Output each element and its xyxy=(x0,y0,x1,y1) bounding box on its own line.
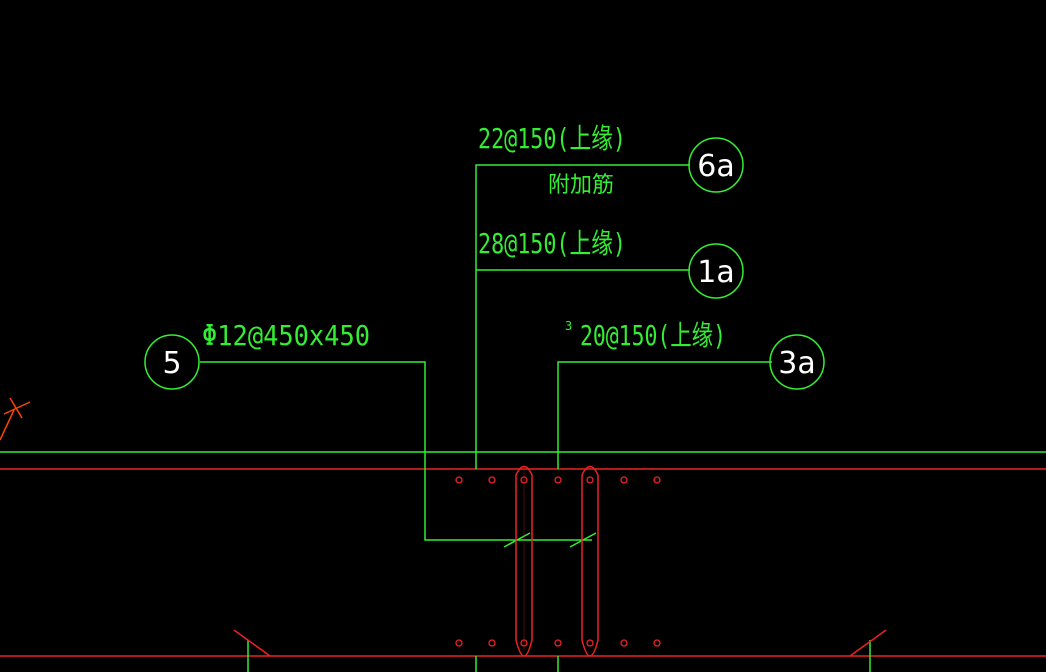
label-28-at-150: 28@150(上缘) xyxy=(478,227,626,260)
tag-5-circle xyxy=(144,334,200,390)
rebar-dot xyxy=(586,639,594,647)
label-22-at-150: 22@150(上缘) xyxy=(478,122,626,155)
stirrup-left xyxy=(515,465,533,657)
rebar-dots-bottom xyxy=(455,639,661,647)
rebar-dot xyxy=(520,639,528,647)
rebar-dot xyxy=(520,476,528,484)
stirrup-right xyxy=(581,465,599,657)
rebar-dot xyxy=(488,476,496,484)
crank-bar-right xyxy=(849,629,887,657)
leader-6a xyxy=(475,164,690,469)
crank-bar-left xyxy=(233,629,271,657)
tag-5: 5 xyxy=(144,334,200,390)
tag-3a-text: 3a xyxy=(778,346,815,381)
tag-3a: 3a xyxy=(769,334,825,390)
rebar-dots-top xyxy=(455,476,661,484)
tag-5-text: 5 xyxy=(162,346,181,381)
tick-mark-right xyxy=(569,532,597,548)
rebar-dot xyxy=(586,476,594,484)
label-additional-bars: 附加筋 xyxy=(548,173,614,198)
tag-1a-circle xyxy=(688,243,744,299)
leader-5 xyxy=(200,361,592,541)
tag-6a-text: 6a xyxy=(697,149,734,184)
rebar-dot xyxy=(620,639,628,647)
tag-6a-circle xyxy=(688,137,744,193)
rebar-dot xyxy=(455,639,463,647)
tick-mark-left xyxy=(503,532,531,548)
label-phi12-at-450: Φ12@450x450 xyxy=(202,319,370,352)
rebar-dot xyxy=(554,476,562,484)
leader-3a xyxy=(557,361,772,469)
tag-1a: 1a xyxy=(688,243,744,299)
rebar-dot xyxy=(653,476,661,484)
rebar-dot xyxy=(554,639,562,647)
tag-1a-text: 1a xyxy=(697,255,734,290)
label-20-mark: 3 xyxy=(565,319,572,333)
rebar-dot xyxy=(488,639,496,647)
rebar-dot xyxy=(653,639,661,647)
rebar-dot xyxy=(620,476,628,484)
label-20-at-150: 20@150(上缘) xyxy=(580,319,726,352)
rebar-dot xyxy=(455,476,463,484)
cross-mark xyxy=(0,397,31,441)
tag-6a: 6a xyxy=(688,137,744,193)
tag-3a-circle xyxy=(769,334,825,390)
